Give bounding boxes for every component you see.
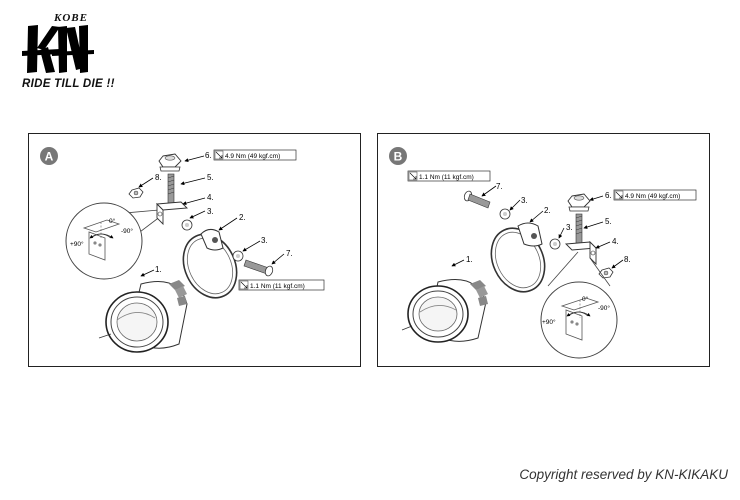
torque-top-text: 1.1 Nm (11 kgf.cm) <box>419 174 474 181</box>
torque-top-text: 4.9 Nm (49 kgf.cm) <box>225 153 280 160</box>
collar-part-3-lower <box>232 250 244 262</box>
angle-detail-callout: 0° -90° +90° <box>65 202 162 280</box>
logo-tagline: RIDE TILL DIE !! <box>22 78 115 90</box>
label-part-3a: 3. <box>521 196 528 205</box>
leader-arrows <box>138 155 285 277</box>
nut-part-8 <box>598 267 614 279</box>
angle-minus-label: -90° <box>121 227 133 235</box>
torque-callout-top: 4.9 Nm (49 kgf.cm) <box>213 149 297 161</box>
stud-bolt-part-5 <box>167 173 175 207</box>
flange-nut-part-6 <box>567 193 591 212</box>
badge-b: B <box>389 147 407 165</box>
part-labels: 6. 5. 4. 3. 8. 2. 3. 7. 1. <box>155 151 293 274</box>
collar-part-3-right <box>549 238 561 250</box>
bolt-part-7 <box>243 259 274 277</box>
flange-nut-part-6 <box>158 153 182 172</box>
badge-a: A <box>40 147 58 165</box>
label-part-1: 1. <box>155 265 162 274</box>
label-part-6: 6. <box>605 191 612 200</box>
label-part-3b: 3. <box>566 223 573 232</box>
brand-logo: KOBE RIDE TILL DIE !! <box>22 12 115 102</box>
stud-bolt-part-5 <box>575 213 583 247</box>
label-part-2: 2. <box>239 213 246 222</box>
svg-text:A: A <box>45 150 54 164</box>
collar-part-3-upper <box>181 219 193 231</box>
panel-b-assembly-diagram: B 1.1 Nm (11 kgf.cm) <box>377 133 710 367</box>
label-part-7: 7. <box>496 182 503 191</box>
band-clamp-part-2 <box>490 222 546 293</box>
label-part-8: 8. <box>155 173 162 182</box>
label-part-1: 1. <box>466 255 473 264</box>
fog-lamp-part-1 <box>401 279 488 343</box>
bolt-part-7 <box>463 190 491 209</box>
label-part-3a: 3. <box>207 207 214 216</box>
angle-plus-label: +90° <box>542 318 556 326</box>
torque-callout-top: 1.1 Nm (11 kgf.cm) <box>407 170 491 182</box>
label-part-2: 2. <box>544 206 551 215</box>
torque-callout-bottom: 4.9 Nm (49 kgf.cm) <box>613 189 697 201</box>
nut-part-8 <box>128 187 144 199</box>
label-part-3b: 3. <box>261 236 268 245</box>
assembly-diagram-a: A 0° -90° +90° <box>40 147 325 353</box>
fog-lamp-part-1 <box>98 280 188 353</box>
torque-bottom-text: 4.9 Nm (49 kgf.cm) <box>625 193 680 200</box>
angle-detail-callout: 0° -90° +90° <box>540 251 618 359</box>
label-part-8: 8. <box>624 255 631 264</box>
collar-part-3-left <box>499 208 511 220</box>
angle-plus-label: +90° <box>70 240 84 248</box>
bracket-part-4 <box>155 201 189 226</box>
leader-arrows <box>451 185 624 269</box>
part-labels: 7. 3. 2. 3. 6. 5. 4. 8. 1. <box>466 182 631 264</box>
label-part-4: 4. <box>207 193 214 202</box>
label-part-4: 4. <box>612 237 619 246</box>
label-part-6: 6. <box>205 151 212 160</box>
svg-text:B: B <box>394 150 403 164</box>
copyright-notice: Copyright reserved by KN-KIKAKU <box>519 467 728 482</box>
logo-brand-top: KOBE <box>54 12 88 24</box>
assembly-diagram-b: B 1.1 Nm (11 kgf.cm) <box>389 147 697 359</box>
label-part-5: 5. <box>207 173 214 182</box>
label-part-5: 5. <box>605 217 612 226</box>
panel-a-assembly-diagram: A 0° -90° +90° <box>28 133 361 367</box>
angle-minus-label: -90° <box>598 304 610 312</box>
label-part-7: 7. <box>286 249 293 258</box>
angle-zero-label: 0° <box>109 217 116 225</box>
torque-bottom-text: 1.1 Nm (11 kgf.cm) <box>250 283 305 290</box>
kn-monogram-icon <box>22 25 94 73</box>
torque-callout-bottom: 1.1 Nm (11 kgf.cm) <box>238 279 325 291</box>
angle-zero-label: 0° <box>582 295 589 303</box>
